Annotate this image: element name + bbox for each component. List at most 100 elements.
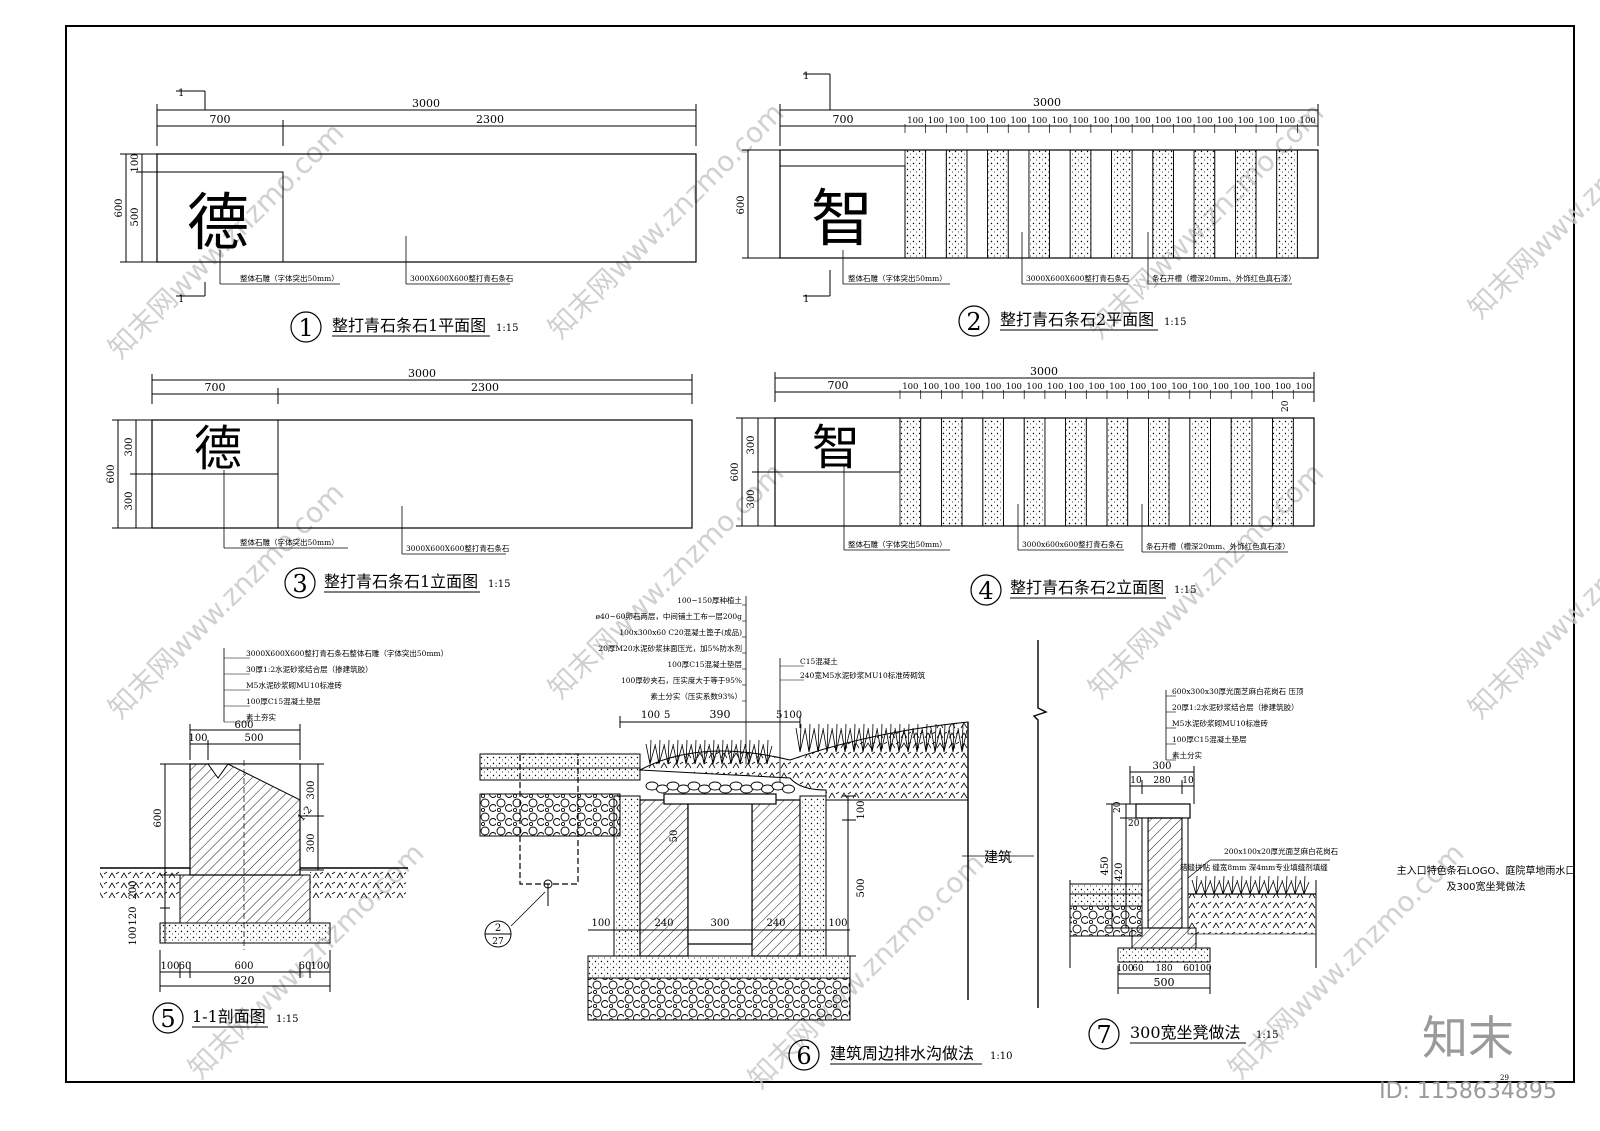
- d6-grass-blade: [717, 739, 728, 765]
- d5-note-text: 30厚1:2水泥砂浆结合层（掺建筑胶）: [246, 664, 373, 674]
- d5-dim-top-a: 100: [188, 733, 207, 744]
- d4-stone-strip: [1168, 417, 1191, 527]
- d6-dim-v500: 500: [856, 878, 867, 897]
- d7-bottom-dim: 60: [1132, 964, 1144, 974]
- d4-groove-strip: [1189, 417, 1211, 527]
- sheet-note-title-1: 主入口特色条石LOGO、庭院草地雨水口: [1397, 864, 1576, 877]
- d6-concrete-base: [587, 955, 851, 979]
- d6-grass-blade: [690, 739, 701, 765]
- d7-top-dim: 10: [1130, 776, 1142, 786]
- d4-slot-dim: 100: [1151, 382, 1167, 392]
- d5-dim-bottom-total: 920: [234, 974, 255, 987]
- d6-grass-blade: [849, 723, 860, 753]
- d7-grass-blade: [1272, 875, 1283, 895]
- d6-building-label: 建筑: [984, 850, 1012, 866]
- d1-dim-total: 3000: [412, 97, 440, 110]
- d2-stone-strip: [1296, 149, 1319, 259]
- d2-slot-dim: 100: [1052, 116, 1068, 126]
- d6-bottom-dim: 300: [710, 918, 729, 929]
- d4-slot-dim: 100: [985, 382, 1001, 392]
- d2-groove-strip: [904, 149, 927, 259]
- d2-slot-dim: 100: [1196, 116, 1212, 126]
- d7-grass-blade: [1227, 875, 1238, 895]
- d2-stone-strip: [1131, 149, 1154, 259]
- drawing-3-elevation: 3000 700 2300 德 600 300 300 整体石雕（字体突出50m…: [106, 367, 693, 599]
- d6-grass-blade: [795, 723, 806, 753]
- d4-groove-strip: [1148, 417, 1170, 527]
- d4-dim-h: 600: [730, 462, 741, 481]
- d4-slot-dim: 100: [1296, 382, 1312, 392]
- d5-dim-left-600: 600: [153, 808, 164, 827]
- d2-logo-char: 智: [811, 182, 873, 255]
- d2-slot-dim: 100: [1093, 116, 1109, 126]
- d7-note-text: 600x300x30厚光面芝麻白花岗石 压顶: [1172, 686, 1304, 696]
- d7-number-circle: [1088, 1018, 1120, 1050]
- d2-slot-dim: 100: [1217, 116, 1233, 126]
- d5-dim-left-100: 100: [128, 926, 139, 945]
- d2-number: 2: [966, 308, 981, 336]
- d6-note-text: 100厚砂夹石，压实度大于等于95%: [621, 675, 742, 685]
- d2-slot-dim: 100: [990, 116, 1006, 126]
- d4-dim-h1: 300: [746, 435, 757, 454]
- d1-scale: 1:15: [496, 323, 518, 334]
- d1-dim-h1: 100: [130, 153, 141, 172]
- d6-gravel-bed: [479, 793, 621, 837]
- d7-dim-v20b: 20: [1128, 819, 1140, 829]
- d6-grass-blade: [948, 723, 959, 753]
- d4-dim-total: 3000: [1030, 365, 1058, 378]
- d6-sand-gravel-base: [587, 977, 851, 1021]
- d1-number-circle: [290, 311, 322, 343]
- d7-dim-v20a: 20: [1113, 801, 1123, 813]
- d2-slot-dim: 100: [1258, 116, 1274, 126]
- d4-slot-dim: 100: [1068, 382, 1084, 392]
- drawing-5-section: 3000X600X600整打青石条石整体石雕（字体突出50mm）30厚1:2水泥…: [100, 648, 448, 1034]
- d6-dim-top-mid: 390: [710, 708, 731, 721]
- d7-scale: 1:15: [1256, 1030, 1278, 1041]
- d4-slot-dim: 100: [1254, 382, 1270, 392]
- d6-scale: 1:10: [990, 1051, 1012, 1062]
- d2-cut-bottom: 1: [803, 294, 809, 305]
- d7-grass-tufts: [1191, 875, 1310, 895]
- d3-dim-h2: 300: [124, 491, 135, 510]
- d6r-note-text: 240宽M5水泥砂浆MU10标准砖砌筑: [800, 670, 926, 680]
- d1-dim-a: 700: [210, 113, 231, 126]
- d2-note-b: 3000X600X600整打青石条石: [1026, 273, 1130, 283]
- d4-slot-dim: 100: [944, 382, 960, 392]
- d4-slot-dim: 100: [1109, 382, 1125, 392]
- d6-grass-blade: [735, 739, 746, 765]
- d7-dim-v450: 450: [1100, 856, 1111, 875]
- drawing-1-plan: 3000 700 2300 1 1 德 600 100 500 整体石雕（字体突…: [114, 88, 697, 343]
- d2-slot-dim: 100: [1176, 116, 1192, 126]
- d6-dim-top-b: 5: [664, 710, 670, 721]
- d4-stone-strip: [920, 417, 942, 527]
- d6-grass-blade: [744, 739, 755, 765]
- d2-number-circle: [958, 305, 990, 337]
- d6-grass-blade: [822, 723, 833, 753]
- d6-note-text: 素土分实（压实系数93%）: [650, 691, 742, 701]
- d2-groove-strip: [1276, 149, 1298, 259]
- d2-stone-strip: [1090, 149, 1112, 259]
- d6-number: 6: [796, 1042, 811, 1070]
- d7-grass-blade: [1254, 875, 1265, 895]
- d3-note-b: 3000X600X600整打青石条石: [406, 543, 510, 553]
- d1-note-b: 3000X600X600整打青石条石: [410, 273, 514, 283]
- d4-scale: 1:15: [1174, 585, 1196, 596]
- d7-grass-blade: [1218, 875, 1229, 895]
- d3-dim-h1: 300: [124, 437, 135, 456]
- d5-note-text: 素土夯实: [246, 712, 276, 722]
- d6-detail-ref-top: 2: [495, 923, 501, 934]
- d1-cut-bottom: 1: [178, 294, 184, 305]
- d7-grass-blade: [1191, 875, 1202, 895]
- d6-channel-concrete-right: [799, 795, 827, 957]
- d4-groove-strip: [941, 417, 963, 527]
- d7-cladding-left: [1141, 817, 1149, 929]
- d4-groove-strip: [1230, 417, 1253, 527]
- d4-groove-strip: [982, 417, 1004, 527]
- d7-note-text: 20厚1:2水泥砂浆结合层（掺建筑胶）: [1172, 702, 1299, 712]
- d2-scale: 1:15: [1164, 317, 1186, 328]
- sheet-page-number: 29: [1500, 1074, 1509, 1082]
- d6-note-text: 100~150厚种植土: [677, 595, 742, 605]
